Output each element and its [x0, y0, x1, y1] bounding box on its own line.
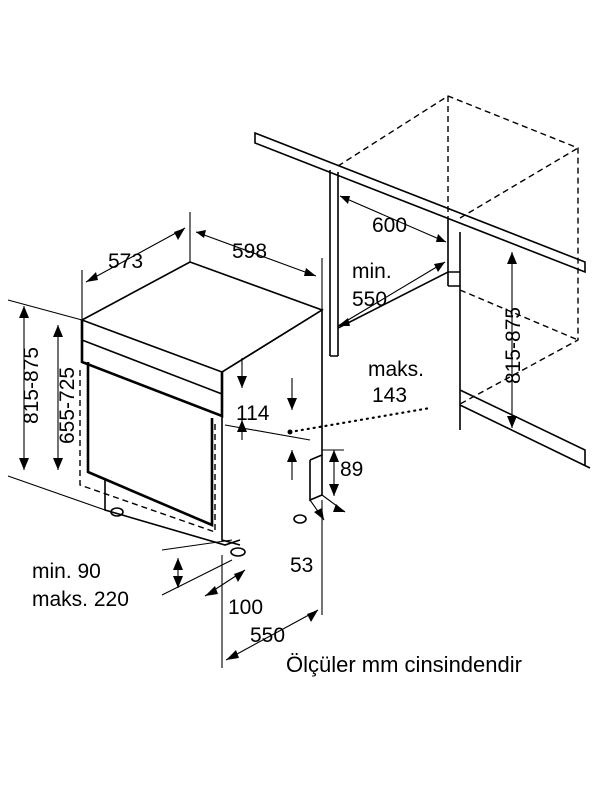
label-niche-depth-value: 550 [352, 288, 387, 311]
label-body-height: 655-725 [56, 367, 79, 444]
label-niche-width-600: 600 [372, 214, 407, 237]
label-vent-prefix: maks. [368, 358, 424, 381]
label-width-598: 598 [232, 240, 267, 263]
label-plinth-max: maks. 220 [32, 588, 129, 611]
label-foot-100: 100 [228, 596, 263, 619]
label-plinth-89: 89 [340, 458, 363, 481]
label-depth-573: 573 [108, 250, 143, 273]
arrowheads [19, 196, 517, 660]
label-total-height: 815-875 [20, 347, 43, 424]
dishwasher-body [79, 261, 324, 557]
cabinet-niche [254, 95, 591, 469]
label-plinth-min: min. 90 [32, 560, 101, 583]
label-base-depth-550: 550 [250, 624, 285, 647]
label-vent-value: 143 [372, 384, 407, 407]
dimension-labels: 573 598 600 min. 550 815-875 maks. 143 1… [20, 214, 525, 677]
label-niche-height: 815-875 [502, 307, 525, 384]
label-niche-depth-prefix: min. [352, 260, 392, 283]
caption: Ölçüler mm cinsindendir [286, 652, 522, 677]
label-panel-114: 114 [236, 402, 270, 425]
label-plinth-depth-53: 53 [290, 554, 313, 577]
